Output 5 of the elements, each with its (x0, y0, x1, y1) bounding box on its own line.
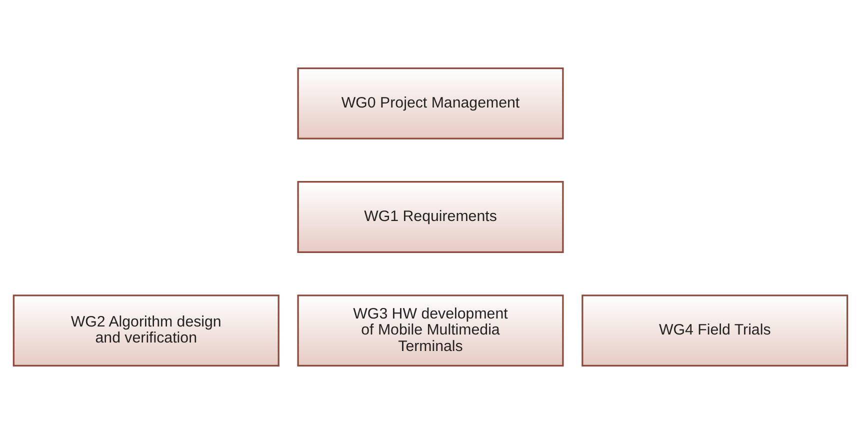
node-box: WG0 Project Management (297, 67, 564, 139)
node-box: WG4 Field Trials (582, 294, 848, 366)
node-box: WG3 HW development of Mobile Multimedia Terminals (297, 294, 564, 366)
node-box: WG2 Algorithm design and verification (12, 294, 280, 366)
node-box: WG1 Requirements (297, 180, 564, 252)
